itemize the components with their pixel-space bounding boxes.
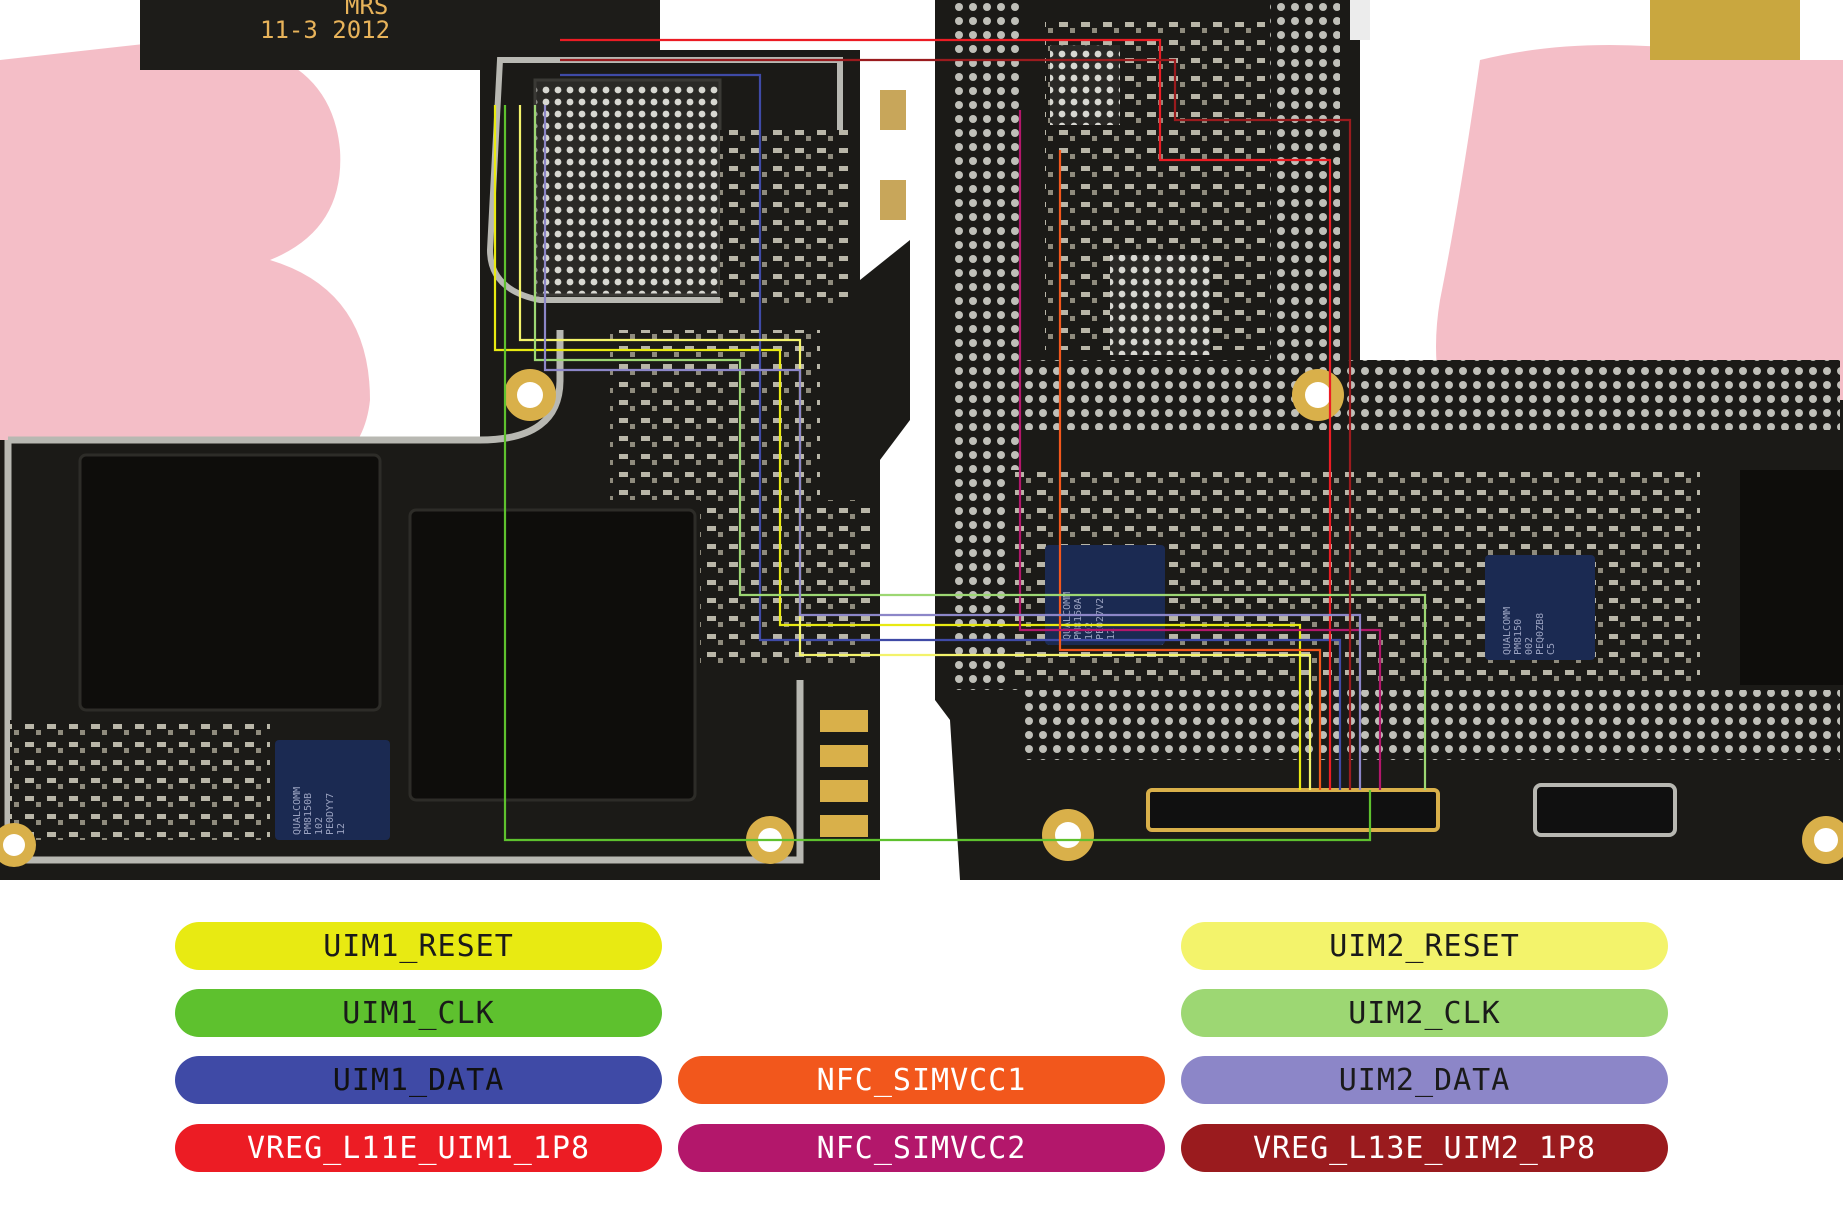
pcb-board-photo: MRS 11-3 2012 [0, 0, 1843, 880]
signal-traces [493, 38, 1427, 842]
legend-uim1-reset: UIM1_RESET [175, 922, 662, 970]
trace-uim1-clk [503, 105, 1372, 842]
legend-label: UIM2_CLK [1348, 995, 1501, 1031]
chip-marking-line: C5 [1546, 643, 1557, 655]
silkscreen-mrs: MRS [345, 0, 388, 20]
chip-marking-line: 12 [336, 823, 347, 835]
chip-marking-line: 12 [1106, 628, 1117, 640]
chip-marking-line: PM8150A [1073, 598, 1084, 640]
legend-label: NFC_SIMVCC1 [816, 1062, 1027, 1098]
chip-marking-line: PEQ0ZB8 [1535, 613, 1546, 655]
trace-uim1-reset [493, 105, 1302, 790]
right-board [935, 0, 1843, 880]
legend-label: UIM1_RESET [323, 928, 514, 964]
legend-label: NFC_SIMVCC2 [816, 1130, 1027, 1166]
trace-uim1-data [560, 73, 1342, 790]
trace-nfc-simvcc1 [1058, 150, 1322, 790]
trace-uim2-clk [533, 105, 1427, 790]
pcb-board-illustration: MRS 11-3 2012 [0, 0, 1843, 880]
legend-uim1-data: UIM1_DATA [175, 1056, 662, 1104]
silkscreen-date: 11-3 2012 [260, 16, 390, 44]
chip-marking-line: PE0DYY7 [325, 793, 336, 835]
legend-vreg-l11e: VREG_L11E_UIM1_1P8 [175, 1124, 662, 1172]
legend-uim2-reset: UIM2_RESET [1181, 922, 1668, 970]
chip-marking-line: 102 [314, 817, 325, 835]
left-board [0, 0, 910, 880]
legend-label: UIM2_RESET [1329, 928, 1520, 964]
chip-marking-line: 002 [1524, 637, 1535, 655]
legend-nfc-simvcc1: NFC_SIMVCC1 [678, 1056, 1165, 1104]
legend-nfc-simvcc2: NFC_SIMVCC2 [678, 1124, 1165, 1172]
legend-uim2-clk: UIM2_CLK [1181, 989, 1668, 1037]
trace-uim2-data [543, 105, 1362, 790]
legend-label: UIM1_CLK [342, 995, 495, 1031]
trace-nfc-simvcc2 [1018, 110, 1382, 790]
legend-label: VREG_L11E_UIM1_1P8 [246, 1130, 591, 1166]
legend-label: UIM1_DATA [332, 1062, 505, 1098]
chip-marking-line: PE027V2 [1095, 598, 1106, 640]
trace-vreg-l11e [560, 38, 1332, 790]
chip-marking-line: QUALCOMM [1502, 607, 1513, 655]
trace-vreg-l13e [560, 58, 1352, 790]
legend-uim1-clk: UIM1_CLK [175, 989, 662, 1037]
chip-marking-line: QUALCOMM [292, 787, 303, 835]
legend-label: VREG_L13E_UIM2_1P8 [1252, 1130, 1597, 1166]
legend-uim2-data: UIM2_DATA [1181, 1056, 1668, 1104]
chip-marking-line: PM8150B [303, 793, 314, 835]
legend-label: UIM2_DATA [1338, 1062, 1511, 1098]
chip-marking-line: PM8150 [1513, 619, 1524, 655]
legend-vreg-l13e: VREG_L13E_UIM2_1P8 [1181, 1124, 1668, 1172]
